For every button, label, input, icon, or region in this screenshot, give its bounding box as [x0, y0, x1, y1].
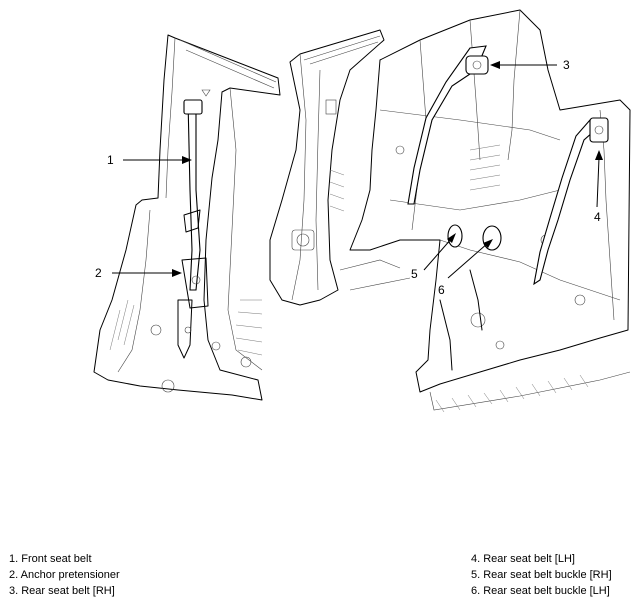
b-pillar-illustration: [93, 34, 281, 401]
legend-right: 4. Rear seat belt [LH] 5. Rear seat belt…: [471, 551, 612, 599]
legend-item-front-seat-belt: 1. Front seat belt: [9, 553, 92, 565]
callout-4: 4: [594, 210, 601, 224]
c-pillar-illustration: [269, 29, 411, 306]
legend-item-rear-buckle-lh: 6. Rear seat belt buckle [LH]: [471, 585, 610, 597]
callout-2: 2: [95, 266, 102, 280]
seat-belt-diagram: [93, 9, 631, 413]
legend-left: 1. Front seat belt 2. Anchor pretensione…: [9, 551, 120, 599]
rear-seat-illustration: [349, 9, 631, 413]
legend-item-anchor-pretensioner: 2. Anchor pretensioner: [9, 569, 120, 581]
legend-item-rear-buckle-rh: 5. Rear seat belt buckle [RH]: [471, 569, 612, 581]
callout-5: 5: [411, 267, 418, 281]
legend-item-rear-seat-belt-rh: 3. Rear seat belt [RH]: [9, 585, 115, 597]
callout-3: 3: [563, 58, 570, 72]
callout-1: 1: [107, 153, 114, 167]
callout-arrows: [112, 61, 603, 279]
legend-item-rear-seat-belt-lh: 4. Rear seat belt [LH]: [471, 553, 575, 565]
callout-6: 6: [438, 283, 445, 297]
